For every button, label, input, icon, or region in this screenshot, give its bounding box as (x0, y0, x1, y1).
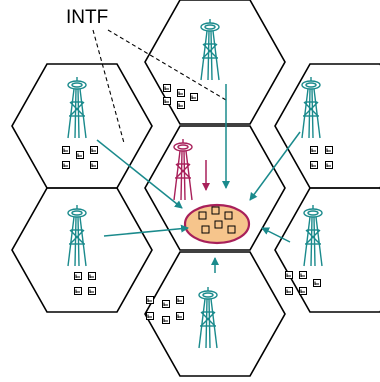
arrow-from-upper-left (96, 139, 183, 209)
users-top (163, 84, 198, 109)
users-upper-left (62, 146, 98, 169)
intf-label: INTF (66, 7, 108, 28)
arrow-from-lower-right (261, 227, 291, 243)
intf-line-right (107, 29, 227, 101)
arrow-from-upper-right (249, 131, 301, 201)
victim-box (224, 211, 233, 220)
users-lower-right (285, 271, 321, 295)
users-lower-left (74, 272, 96, 295)
user-clusters (62, 84, 333, 324)
towers (67, 18, 323, 349)
cell-tower-icon (303, 204, 323, 267)
victim-cluster (183, 203, 251, 245)
hex-cell-upper-left (11, 63, 153, 189)
intf-line-left (92, 29, 125, 144)
hex-cell-top (144, 0, 286, 125)
arrow-from-lower-left (103, 224, 189, 237)
hex-cell-center (144, 125, 286, 251)
victim-box (198, 211, 207, 220)
victim-box (201, 225, 210, 234)
hex-cells (11, 0, 380, 377)
cell-tower-icon (200, 18, 220, 81)
cell-tower-icon (301, 76, 321, 139)
cell-tower-icon (198, 286, 218, 349)
users-bottom (146, 296, 184, 324)
users-upper-right (310, 146, 333, 169)
victim-box (214, 220, 223, 229)
hex-cell-lower-right (274, 187, 380, 313)
victim-box (211, 206, 220, 215)
hex-cell-lower-left (11, 187, 153, 313)
hex-cell-bottom (144, 251, 286, 377)
cell-tower-icon (173, 138, 193, 201)
cell-tower-icon (67, 204, 87, 267)
cell-tower-icon (67, 76, 87, 139)
intf-dashed-lines (92, 29, 227, 144)
victim-box (227, 225, 236, 234)
hex-cell-upper-right (274, 63, 380, 189)
interference-arrows (96, 84, 301, 273)
